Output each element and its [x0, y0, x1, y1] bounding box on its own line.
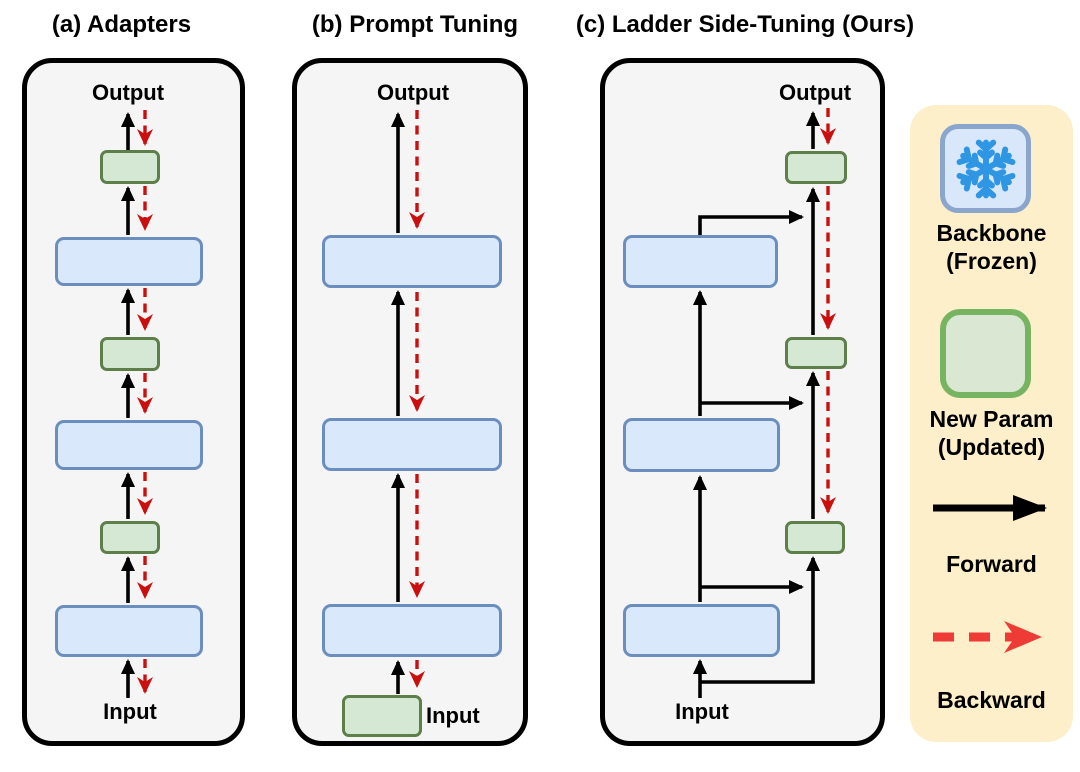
legend-new-param-line2: (Updated)	[937, 434, 1046, 460]
panel-b-output-label: Output	[376, 80, 450, 105]
side-block	[785, 337, 847, 369]
backbone-block	[623, 235, 778, 288]
legend-backbone-line2: (Frozen)	[946, 248, 1037, 274]
panel-a-input-label: Input	[103, 699, 157, 724]
panel-b-title: (b) Prompt Tuning	[311, 11, 519, 38]
legend-new-param-line1: New Param	[929, 406, 1054, 432]
side-block	[785, 521, 845, 554]
backbone-block	[623, 418, 780, 472]
backbone-block	[55, 420, 203, 470]
backbone-block	[623, 604, 780, 657]
legend-forward-label: Forward	[946, 551, 1037, 577]
prompt-block	[342, 695, 422, 737]
snowflake-icon	[956, 139, 1015, 198]
backbone-block	[322, 235, 502, 288]
panel-c-output-label: Output	[778, 80, 852, 105]
backbone-block	[55, 237, 203, 286]
frozen-backbone-swatch	[940, 124, 1031, 213]
backbone-block	[55, 605, 203, 657]
legend-backbone-line1: Backbone	[936, 220, 1047, 246]
panel-c-input-label: Input	[675, 699, 729, 724]
new-param-swatch	[940, 309, 1031, 398]
panel-c-forward-arrows	[693, 111, 820, 698]
side-block	[785, 151, 847, 184]
panel-b-input-label: Input	[426, 703, 480, 728]
legend-backward-label: Backward	[937, 687, 1046, 713]
panel-a-output-label: Output	[91, 80, 165, 105]
adapter-block	[100, 521, 160, 554]
legend-new-param-label: New Param (Updated)	[910, 405, 1073, 461]
backbone-block	[322, 604, 502, 657]
adapter-block	[100, 337, 160, 371]
panel-a-title: (a) Adapters	[51, 11, 192, 38]
panel-c-title: (c) Ladder Side-Tuning (Ours)	[575, 11, 915, 38]
legend-backbone-label: Backbone (Frozen)	[910, 219, 1073, 275]
backbone-block	[322, 418, 502, 471]
adapter-block	[100, 150, 160, 184]
